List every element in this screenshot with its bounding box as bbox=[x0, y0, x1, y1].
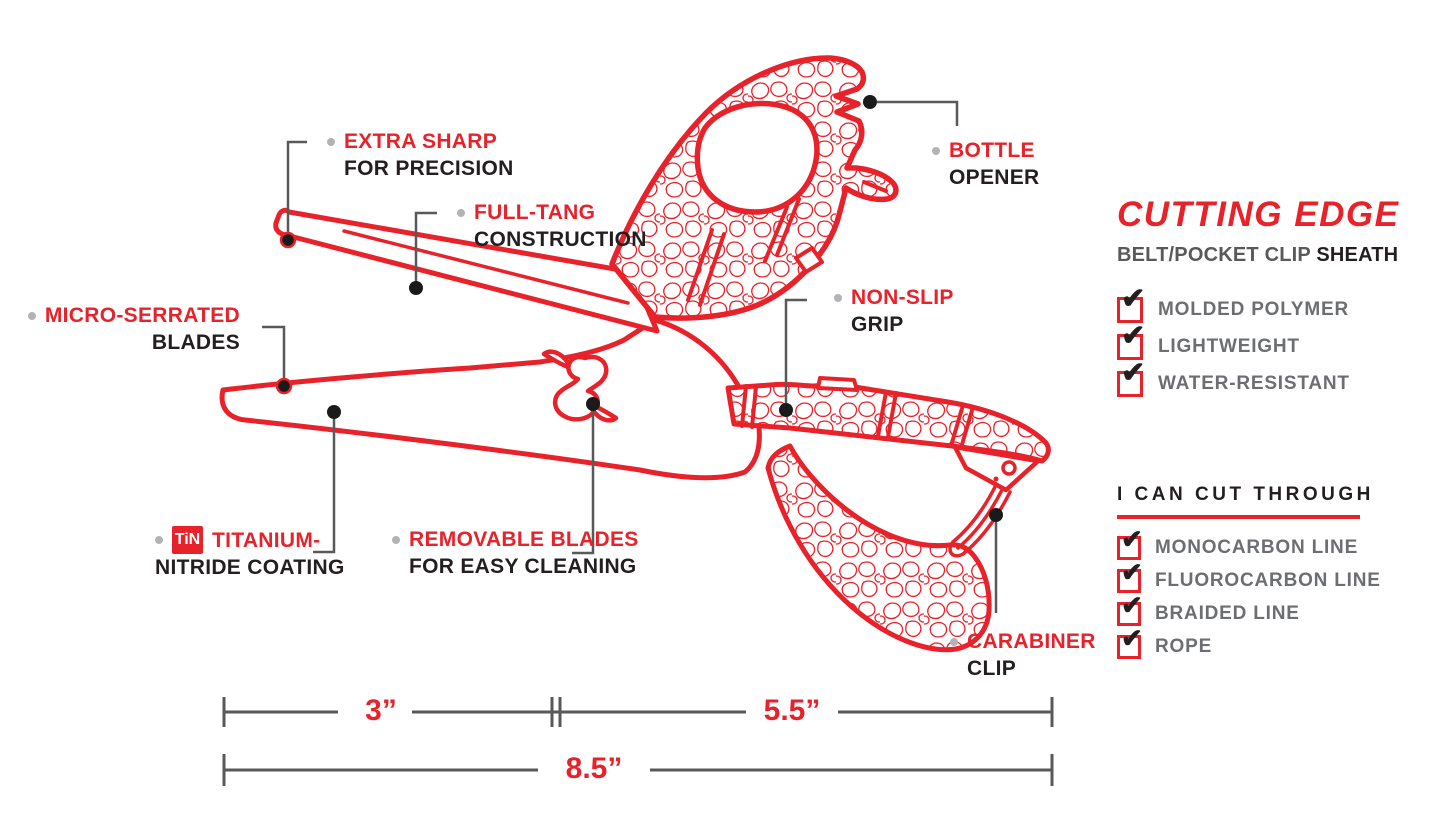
upper-handle bbox=[609, 55, 899, 321]
cut-through-heading: I CAN CUT THROUGH bbox=[1117, 484, 1374, 505]
callout-full-tang: FULL-TANG CONSTRUCTION bbox=[457, 199, 647, 253]
dimension-front-label: 3” bbox=[365, 694, 397, 727]
callout-bullet-icon bbox=[327, 137, 335, 146]
list-item: ✔ LIGHTWEIGHT bbox=[1117, 321, 1387, 365]
callout-bullet-icon bbox=[834, 293, 842, 302]
sheath-panel: CUTTING EDGE BELT/POCKET CLIP SHEATH ✔ M… bbox=[1117, 195, 1400, 402]
panel-subtitle-dark: SHEATH bbox=[1316, 244, 1399, 266]
callout-lines bbox=[262, 100, 998, 613]
callout-title: NON-SLIP bbox=[851, 286, 954, 309]
callout-non-slip-grip: NON-SLIP GRIP bbox=[834, 284, 954, 338]
list-item: ✔ WATER-RESISTANT bbox=[1117, 358, 1387, 402]
panel-subtitle: BELT/POCKET CLIP SHEATH bbox=[1117, 244, 1398, 267]
pliers-body bbox=[219, 317, 762, 481]
checkbox-checked-icon: ✔ bbox=[1117, 358, 1145, 397]
callout-micro-serrated: MICRO-SERRATED BLADES bbox=[27, 302, 240, 356]
callout-title: CARABINER bbox=[967, 630, 1096, 653]
callout-carabiner-clip: CARABINER CLIP bbox=[950, 628, 1096, 682]
dimension-overall-label: 8.5” bbox=[565, 752, 623, 785]
tin-badge: TiN bbox=[172, 526, 203, 554]
checkbox-checked-icon: ✔ bbox=[1117, 284, 1145, 323]
callout-subtitle: NITRIDE COATING bbox=[155, 556, 345, 579]
cut-through-panel: I CAN CUT THROUGH ✔ MONOCARBON LINE ✔ FL… bbox=[1117, 484, 1387, 663]
callout-subtitle: FOR PRECISION bbox=[344, 157, 514, 180]
callout-title: FULL-TANG bbox=[474, 201, 596, 224]
dimension-handle-label: 5.5” bbox=[763, 694, 821, 727]
carabiner-bracket bbox=[952, 444, 1041, 493]
callout-subtitle: BLADES bbox=[151, 331, 240, 354]
checkbox-checked-icon: ✔ bbox=[1117, 592, 1143, 626]
callout-bullet-icon bbox=[457, 208, 465, 217]
list-item: ✔ ROPE bbox=[1117, 625, 1387, 663]
callout-bullet-icon bbox=[155, 536, 163, 544]
finger-hole bbox=[694, 100, 820, 215]
lower-grip bbox=[725, 376, 1051, 464]
list-item: ✔ FLUOROCARBON LINE bbox=[1117, 559, 1387, 597]
list-item: ✔ BRAIDED LINE bbox=[1117, 592, 1387, 630]
callout-title: REMOVABLE BLADES bbox=[409, 528, 639, 551]
cut-through-list: ✔ MONOCARBON LINE ✔ FLUOROCARBON LINE ✔ … bbox=[1117, 526, 1387, 663]
callout-title: MICRO-SERRATED bbox=[44, 304, 240, 327]
panel-subtitle-light: BELT/POCKET CLIP bbox=[1117, 244, 1317, 266]
callout-titanium-nitride: TiN TITANIUM- NITRIDE COATING bbox=[155, 526, 345, 581]
list-item: ✔ MONOCARBON LINE bbox=[1117, 526, 1387, 564]
callout-bullet-icon bbox=[932, 146, 940, 155]
callout-bottle-opener: BOTTLE OPENER bbox=[932, 137, 1040, 191]
callout-subtitle: FOR EASY CLEANING bbox=[409, 555, 637, 578]
carabiner-hook-icon bbox=[948, 483, 1012, 558]
anchor-dots bbox=[275, 95, 1003, 522]
callout-title: EXTRA SHARP bbox=[344, 130, 498, 153]
callout-extra-sharp: EXTRA SHARP FOR PRECISION bbox=[327, 128, 514, 182]
list-item: ✔ MOLDED POLYMER bbox=[1117, 284, 1387, 328]
checkbox-checked-icon: ✔ bbox=[1117, 559, 1143, 593]
sheath-feature-list: ✔ MOLDED POLYMER ✔ LIGHTWEIGHT ✔ WATER-R… bbox=[1117, 284, 1387, 402]
callout-subtitle: CLIP bbox=[967, 657, 1017, 680]
dimension-lines bbox=[222, 697, 1054, 786]
checkbox-checked-icon: ✔ bbox=[1117, 321, 1145, 360]
upper-blade bbox=[273, 207, 660, 334]
checkbox-checked-icon: ✔ bbox=[1117, 625, 1143, 659]
loop-limb bbox=[765, 443, 992, 653]
callout-title: TITANIUM- bbox=[212, 528, 321, 552]
callout-title: BOTTLE bbox=[949, 139, 1035, 162]
callout-removable-blades: REMOVABLE BLADES FOR EASY CLEANING bbox=[392, 526, 639, 580]
callout-subtitle: CONSTRUCTION bbox=[474, 228, 647, 251]
heading-underline bbox=[1117, 515, 1360, 519]
callout-bullet-icon bbox=[392, 535, 400, 544]
callout-bullet-icon bbox=[950, 637, 958, 646]
callout-bullet-icon bbox=[27, 311, 36, 320]
panel-title: CUTTING EDGE bbox=[1117, 195, 1400, 234]
callout-subtitle: OPENER bbox=[949, 166, 1040, 189]
checkbox-checked-icon: ✔ bbox=[1117, 526, 1143, 560]
callout-subtitle: GRIP bbox=[851, 313, 904, 336]
